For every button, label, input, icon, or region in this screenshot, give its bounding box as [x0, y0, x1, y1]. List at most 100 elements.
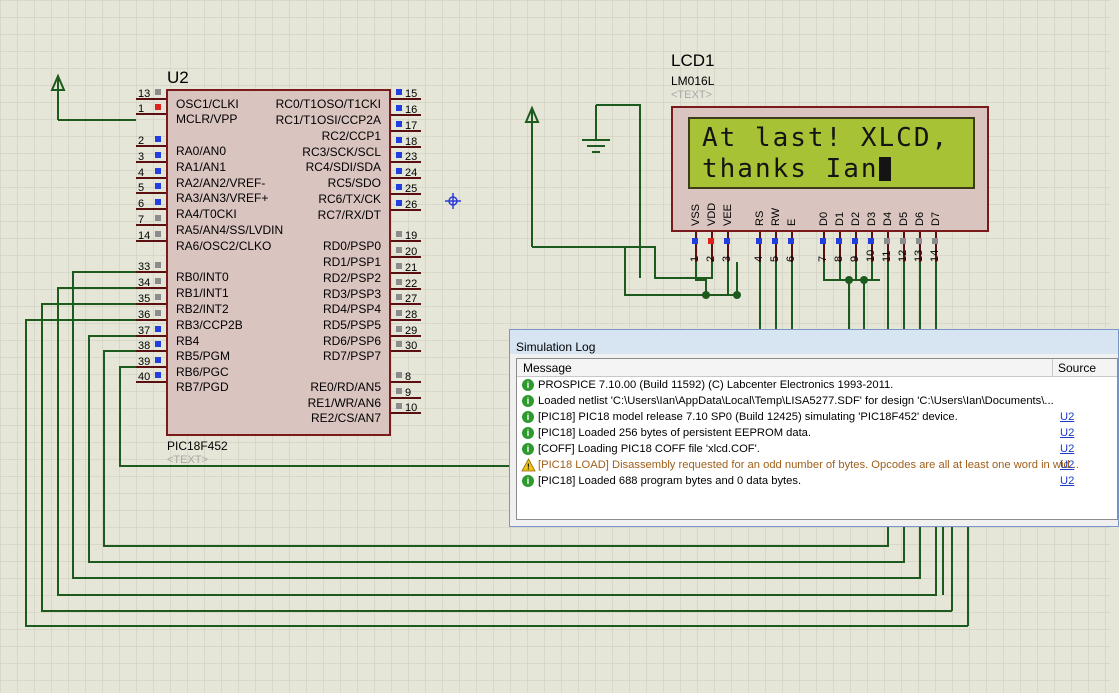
log-header: Message Source — [517, 359, 1117, 377]
log-row[interactable]: ![PIC18 LOAD] Disassembly requested for … — [517, 458, 1117, 474]
log-source-link[interactable]: U2 — [1060, 427, 1075, 439]
log-row[interactable]: i[PIC18] Loaded 688 program bytes and 0 … — [517, 474, 1117, 490]
chip-pin-label: RD2/PSP2 — [322, 271, 381, 285]
chip-pin-label: RE1/WR/AN6 — [307, 396, 381, 410]
lcd-pin-number: 14 — [929, 249, 941, 262]
chip-pin-state-marker — [155, 294, 161, 300]
log-row[interactable]: i[PIC18] PIC18 model release 7.10 SP0 (B… — [517, 410, 1117, 426]
info-icon: i — [522, 475, 534, 487]
lcd-screen: At last! XLCD, thanks Ian — [688, 117, 975, 189]
log-row[interactable]: i [PIC18] Loaded 256 bytes of persistent … — [517, 426, 1117, 442]
chip-pin-label: RC5/SDO — [327, 176, 381, 190]
chip-pin-state-marker — [396, 121, 402, 127]
chip-pin-number: 19 — [405, 230, 418, 242]
lcd-pin-label: D0 — [818, 211, 830, 226]
lcd-pin-state-marker — [916, 238, 922, 244]
column-separator[interactable] — [1052, 359, 1053, 376]
chip-pin-number: 39 — [138, 356, 151, 368]
column-header-source[interactable]: Source — [1058, 361, 1097, 375]
lcd-line-2: thanks Ian — [702, 154, 879, 184]
wire[interactable] — [41, 303, 952, 612]
chip-pin-state-marker — [396, 341, 402, 347]
wire[interactable] — [596, 104, 641, 278]
chip-pin-number: 9 — [405, 387, 412, 399]
wire[interactable] — [942, 527, 969, 626]
power-terminal-lcd-vdd[interactable] — [524, 105, 540, 247]
log-source-link[interactable]: U2 — [1060, 411, 1075, 423]
wire[interactable] — [759, 262, 793, 330]
column-header-message[interactable]: Message — [523, 361, 572, 375]
ground-terminal[interactable] — [582, 105, 610, 153]
lcd-pin-number: 7 — [817, 255, 829, 262]
chip-pin-state-marker — [155, 357, 161, 363]
chip-pin-label: RD1/PSP1 — [322, 255, 381, 269]
log-row[interactable]: i[COFF] Loading PIC18 COFF file 'xlcd.CO… — [517, 442, 1117, 458]
chip-pin-state-marker — [155, 168, 161, 174]
wire[interactable] — [532, 246, 713, 279]
chip-pin-number: 17 — [405, 120, 418, 132]
chip-pin-state-marker — [396, 263, 402, 269]
chip-pin-number: 36 — [138, 309, 151, 321]
log-source-link[interactable]: U2 — [1060, 459, 1075, 471]
lcd-pin-label: D1 — [834, 211, 846, 226]
chip-pin-number: 38 — [138, 340, 151, 352]
power-terminal-mclr[interactable] — [50, 73, 66, 120]
log-source-link[interactable]: U2 — [1060, 475, 1075, 487]
chip-pin-number: 2 — [138, 135, 145, 147]
chip-pin-number: 18 — [405, 136, 418, 148]
chip-pin-state-marker — [155, 89, 161, 95]
lcd-part-number: LM016L — [671, 74, 715, 88]
chip-pin-state-marker — [396, 184, 402, 190]
wire[interactable] — [823, 262, 880, 330]
pic18f452-chip[interactable] — [166, 89, 391, 436]
lcd-pin-number: 6 — [785, 255, 797, 262]
chip-pin-number: 26 — [405, 199, 418, 211]
lcd-pin-number: 5 — [769, 255, 781, 262]
log-message: [PIC18] Loaded 256 bytes of persistent E… — [538, 427, 812, 439]
chip-pin-label: RC2/CCP1 — [321, 129, 381, 143]
wire[interactable] — [624, 247, 707, 296]
warning-icon: ! — [521, 458, 536, 472]
chip-pin-label: RA0/AN0 — [176, 144, 227, 158]
wire[interactable] — [119, 366, 509, 467]
chip-pin-state-marker — [396, 137, 402, 143]
wire[interactable] — [25, 319, 968, 627]
chip-pin-label: RA1/AN1 — [176, 160, 227, 174]
chip-pin-label: RB5/PGM — [176, 349, 231, 363]
lcd-pin-state-marker — [852, 238, 858, 244]
chip-pin-state-marker — [155, 341, 161, 347]
chip-pin-label: RB4 — [176, 334, 200, 348]
chip-pin-label: RC4/SDI/SDA — [305, 160, 381, 174]
chip-pin-label: OSC1/CLKI — [176, 97, 239, 111]
chip-pin-state-marker — [396, 247, 402, 253]
chip-pin-label: RB7/PGD — [176, 380, 229, 394]
svg-text:!: ! — [527, 463, 530, 472]
chip-pin-label: RD0/PSP0 — [322, 239, 381, 253]
info-icon: i — [522, 427, 534, 439]
chip-pin-state-marker — [396, 231, 402, 237]
chip-pin-number: 35 — [138, 293, 151, 305]
log-message: Loaded netlist 'C:\Users\Ian\AppData\Loc… — [538, 395, 1054, 407]
lcd-pin-state-marker — [932, 238, 938, 244]
lcd-pin-state-marker — [772, 238, 778, 244]
log-source-link[interactable]: U2 — [1060, 443, 1075, 455]
chip-pin-label: RD5/PSP5 — [322, 318, 381, 332]
chip-pin-state-marker — [396, 388, 402, 394]
chip-pin-state-marker — [396, 294, 402, 300]
lcd-pin-state-marker — [724, 238, 730, 244]
chip-pin-label: RD4/PSP4 — [322, 302, 381, 316]
chip-pin-label: RC1/T1OSI/CCP2A — [275, 113, 381, 127]
lcd-pin-state-marker — [820, 238, 826, 244]
lcd-pin-label: D4 — [882, 211, 894, 226]
chip-pin-label: RA4/T0CKI — [176, 207, 237, 221]
chip-pin-state-marker — [155, 278, 161, 284]
chip-pin-number: 10 — [405, 402, 418, 414]
chip-pin-number: 8 — [405, 371, 412, 383]
chip-pin-label: RB2/INT2 — [176, 302, 229, 316]
chip-pin-number: 27 — [405, 293, 418, 305]
lcd-pin-state-marker — [900, 238, 906, 244]
